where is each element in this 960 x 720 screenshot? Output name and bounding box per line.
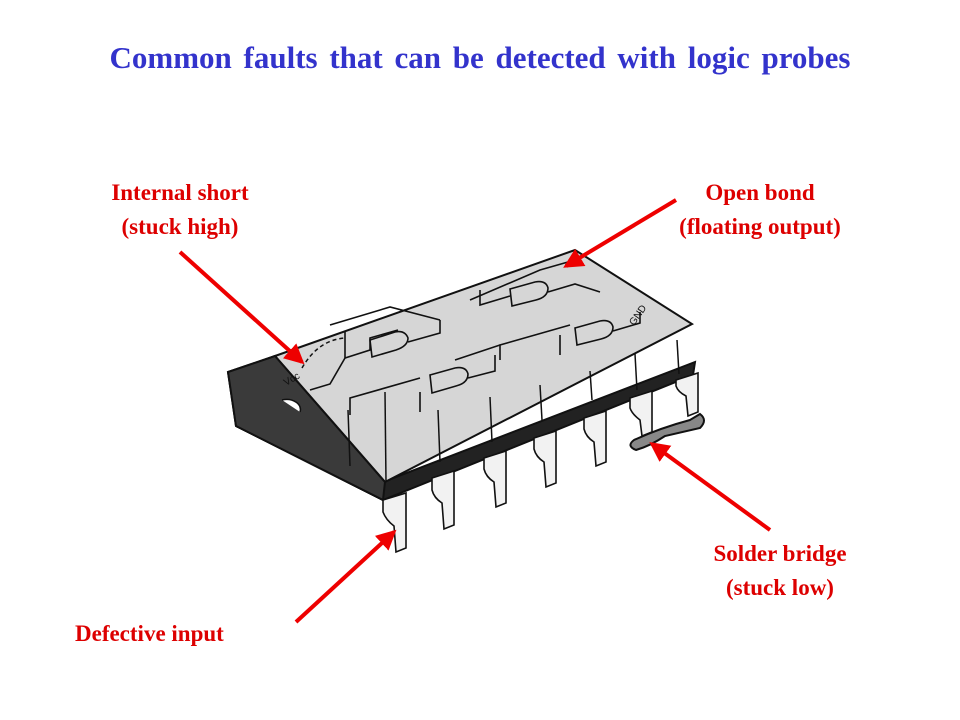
- pin-3: [483, 449, 507, 509]
- pin-2: [431, 469, 455, 531]
- pin-7: [675, 371, 699, 418]
- chip-front-segments: [347, 339, 680, 483]
- callout-arrows: [178, 198, 772, 624]
- chip-front-bevel: [226, 354, 387, 502]
- solder-bridge-label: Solder bridge (stuck low): [660, 537, 900, 605]
- internal-short-line1: Internal short: [111, 180, 249, 205]
- internal-short-dashed-curve: [301, 337, 346, 369]
- pin-5: [583, 409, 607, 468]
- chip-notch-icon: [281, 398, 302, 413]
- internal-short-label: Internal short (stuck high): [60, 176, 300, 244]
- defective-input-label: Defective input: [75, 617, 295, 651]
- internal-short-line2: (stuck high): [121, 214, 239, 239]
- pin-1: [382, 491, 407, 554]
- gate-schematic: [309, 259, 641, 415]
- defective-input-arrow: [294, 529, 397, 624]
- solder-bridge-line1: Solder bridge: [713, 541, 847, 566]
- open-bond-line2: (floating output): [679, 214, 841, 239]
- solder-bridge-arrow: [649, 442, 772, 532]
- open-bond-arrow: [563, 198, 678, 268]
- pin-4: [533, 429, 557, 489]
- front-pins: [382, 371, 699, 554]
- internal-short-arrow: [178, 250, 305, 365]
- open-bond-label: Open bond (floating output): [630, 176, 890, 244]
- pin-6: [629, 389, 653, 438]
- open-bond-line1: Open bond: [705, 180, 815, 205]
- solder-bridge-line2: (stuck low): [726, 575, 834, 600]
- page-title: Common faults that can be detected with …: [109, 40, 851, 75]
- defective-input-line1: Defective input: [75, 621, 224, 646]
- solder-bridge-blob: [629, 412, 705, 452]
